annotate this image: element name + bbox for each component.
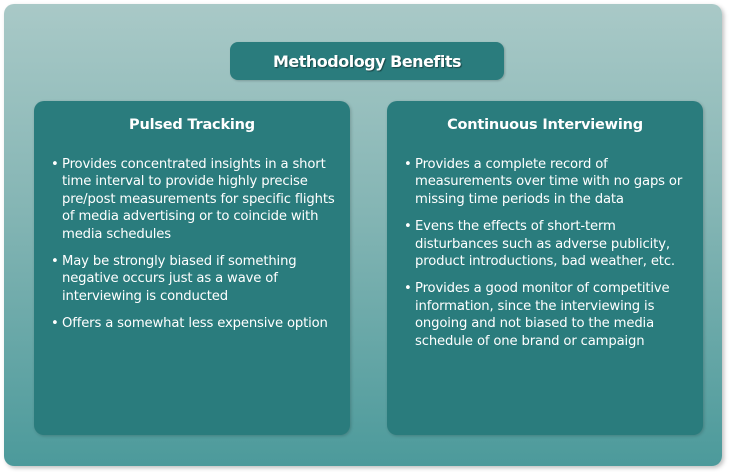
bullet-icon: • <box>404 281 412 297</box>
list-item: •Offers a somewhat less expensive option <box>51 315 340 332</box>
bullet-text: Provides a good monitor of competitive i… <box>415 281 670 349</box>
bullet-list: •Provides a complete record of measureme… <box>404 156 693 360</box>
list-item: •Provides a complete record of measureme… <box>404 156 693 208</box>
bullet-text: Offers a somewhat less expensive option <box>62 316 328 332</box>
bullet-icon: • <box>404 219 412 235</box>
bullet-icon: • <box>404 157 412 172</box>
list-item: •Evens the effects of short-term disturb… <box>404 218 693 270</box>
panel-heading: Continuous Interviewing <box>447 117 643 133</box>
bullet-icon: • <box>51 157 59 172</box>
slide-frame: Methodology Benefits Pulsed Tracking •Pr… <box>4 4 722 466</box>
panel-heading: Pulsed Tracking <box>129 117 255 133</box>
bullet-icon: • <box>51 316 59 332</box>
slide-title: Methodology Benefits <box>272 51 462 71</box>
bullet-icon: • <box>51 254 59 270</box>
list-item: •May be strongly biased if something neg… <box>51 253 340 305</box>
bullet-text: May be strongly biased if something nega… <box>62 254 297 304</box>
bullet-text: Evens the effects of short-term disturba… <box>415 219 675 270</box>
panel-pulsed-tracking: Pulsed Tracking •Provides concentrated i… <box>34 101 350 435</box>
list-item: •Provides concentrated insights in a sho… <box>51 156 340 243</box>
bullet-list: •Provides concentrated insights in a sho… <box>51 156 340 343</box>
panel-continuous-interviewing: Continuous Interviewing •Provides a comp… <box>387 101 703 435</box>
list-item: •Provides a good monitor of competitive … <box>404 280 693 350</box>
title-box: Methodology Benefits <box>230 42 504 80</box>
bullet-text: Provides concentrated insights in a shor… <box>62 157 335 242</box>
bullet-text: Provides a complete record of measuremen… <box>415 157 683 207</box>
